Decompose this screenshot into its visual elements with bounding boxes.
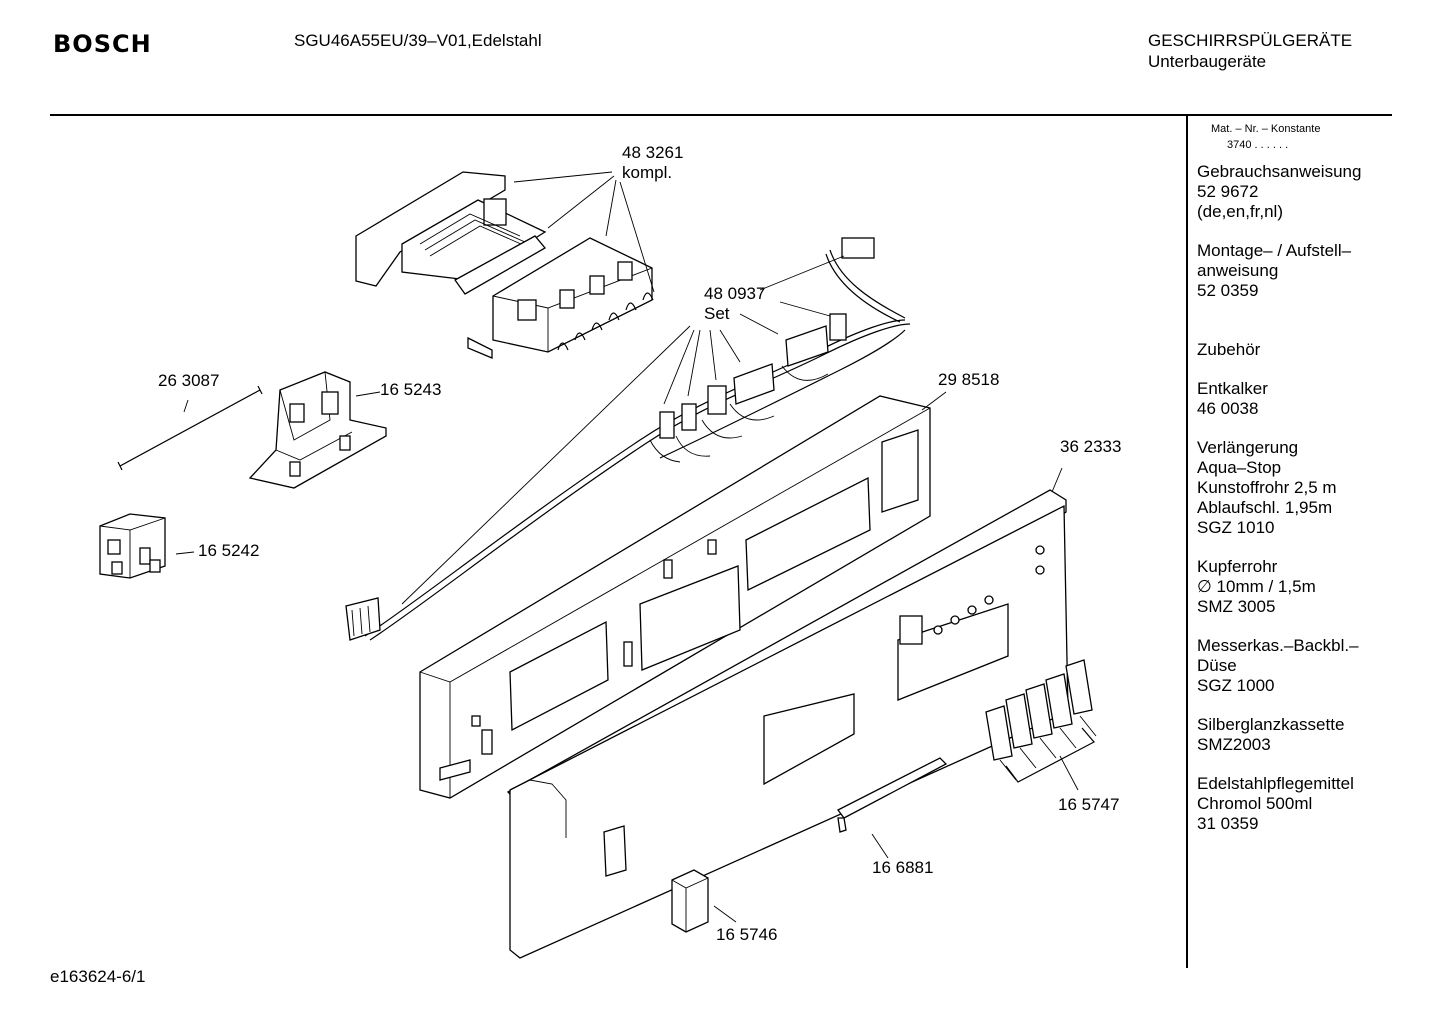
accessory-line: anweisung bbox=[1197, 261, 1279, 280]
accessory-line: 46 0038 bbox=[1197, 399, 1259, 418]
part-label-483261: 48 3261 bbox=[622, 143, 684, 162]
control-module-drawing bbox=[355, 171, 654, 359]
accessory-line: SMZ 3005 bbox=[1197, 597, 1276, 616]
mat-nr-header: Mat. – Nr. – Konstante 3740 . . . . . . bbox=[1197, 121, 1397, 153]
accessory-group: Montage– / Aufstell– anweisung 52 0359 bbox=[1197, 241, 1397, 301]
accessory-group: Messerkas.–Backbl.– Düse SGZ 1000 bbox=[1197, 636, 1397, 696]
drawing-id: e163624-6/1 bbox=[50, 967, 146, 986]
accessory-line: ∅ 10mm / 1,5m bbox=[1197, 577, 1316, 596]
switch-drawing bbox=[99, 513, 166, 579]
accessory-line: SGZ 1000 bbox=[1197, 676, 1275, 695]
accessory-line: Verlängerung bbox=[1197, 438, 1299, 457]
model-number: SGU46A55EU/39–V01,Edelstahl bbox=[294, 31, 542, 50]
accessory-line: Messerkas.–Backbl.– bbox=[1197, 636, 1359, 655]
cable-harness-drawing bbox=[345, 237, 911, 641]
exploded-parts-diagram bbox=[99, 171, 1097, 959]
accessory-line: 52 0359 bbox=[1197, 281, 1259, 300]
sidebar-divider bbox=[1186, 116, 1188, 968]
part-label-263087: 26 3087 bbox=[158, 371, 220, 390]
accessory-group: Edelstahlpflegemittel Chromol 500ml 31 0… bbox=[1197, 774, 1397, 834]
leader-lines bbox=[175, 171, 1079, 923]
accessory-line: Edelstahlpflegemittel bbox=[1197, 774, 1354, 793]
accessory-line: Gebrauchsanweisung bbox=[1197, 162, 1362, 181]
accessory-line: 31 0359 bbox=[1197, 814, 1259, 833]
mat-nr-label: Mat. – Nr. – Konstante bbox=[1211, 123, 1321, 135]
accessory-group: Zubehör bbox=[1197, 320, 1397, 360]
category-title: GESCHIRRSPÜLGERÄTE bbox=[1148, 31, 1353, 50]
accessory-group: Verlängerung Aqua–Stop Kunstoffrohr 2,5 … bbox=[1197, 438, 1397, 538]
accessory-line: Chromol 500ml bbox=[1197, 794, 1313, 813]
accessory-line: Montage– / Aufstell– bbox=[1197, 241, 1352, 260]
part-label-165746: 16 5746 bbox=[716, 925, 778, 944]
accessory-line: Kunstoffrohr 2,5 m bbox=[1197, 478, 1337, 497]
accessory-line: Entkalker bbox=[1197, 379, 1268, 398]
accessory-line: (de,en,fr,nl) bbox=[1197, 202, 1283, 221]
front-panel-drawing bbox=[506, 489, 1069, 959]
accessory-list: Gebrauchsanweisung 52 9672 (de,en,fr,nl)… bbox=[1197, 162, 1397, 834]
bracket-drawing bbox=[248, 371, 387, 489]
accessory-line: 52 9672 bbox=[1197, 182, 1259, 201]
accessory-group: Silberglanzkassette SMZ2003 bbox=[1197, 715, 1397, 755]
accessory-group: Kupferrohr ∅ 10mm / 1,5m SMZ 3005 bbox=[1197, 557, 1397, 617]
part-label-298518: 29 8518 bbox=[938, 370, 1000, 389]
accessory-group: Gebrauchsanweisung 52 9672 (de,en,fr,nl) bbox=[1197, 162, 1397, 222]
accessory-line: Aqua–Stop bbox=[1197, 458, 1282, 477]
accessory-line: Ablaufschl. 1,95m bbox=[1197, 498, 1333, 517]
part-label-480937: 48 0937 bbox=[704, 284, 766, 303]
part-label-165242: 16 5242 bbox=[198, 541, 260, 560]
part-label-166881: 16 6881 bbox=[872, 858, 934, 877]
accessory-line bbox=[1197, 320, 1397, 340]
program-buttons-drawing bbox=[985, 659, 1097, 783]
part-note-set: Set bbox=[704, 304, 730, 323]
header-divider bbox=[50, 114, 1392, 116]
accessory-line: SGZ 1010 bbox=[1197, 518, 1275, 537]
part-label-165243: 16 5243 bbox=[380, 380, 442, 399]
subcategory-title: Unterbaugeräte bbox=[1148, 52, 1267, 71]
cap-drawing bbox=[671, 869, 709, 933]
accessory-line: Silberglanzkassette bbox=[1197, 715, 1345, 734]
part-label-165747: 16 5747 bbox=[1058, 795, 1120, 814]
rod-drawing bbox=[119, 389, 261, 467]
part-note-kompl: kompl. bbox=[622, 163, 673, 182]
accessory-line: Düse bbox=[1197, 656, 1237, 675]
accessory-line: Zubehör bbox=[1197, 340, 1261, 359]
inner-frame-drawing bbox=[419, 395, 931, 799]
accessory-line: SMZ2003 bbox=[1197, 735, 1271, 754]
accessories-sidebar: Mat. – Nr. – Konstante 3740 . . . . . . … bbox=[1197, 121, 1397, 853]
accessory-group: Entkalker 46 0038 bbox=[1197, 379, 1397, 419]
brand-logo: BOSCH bbox=[53, 30, 152, 58]
konstante-value: 3740 . . . . . . bbox=[1227, 139, 1289, 151]
part-label-362333: 36 2333 bbox=[1060, 437, 1122, 456]
cover-strip-drawing bbox=[837, 757, 948, 819]
accessory-line: Kupferrohr bbox=[1197, 557, 1278, 576]
